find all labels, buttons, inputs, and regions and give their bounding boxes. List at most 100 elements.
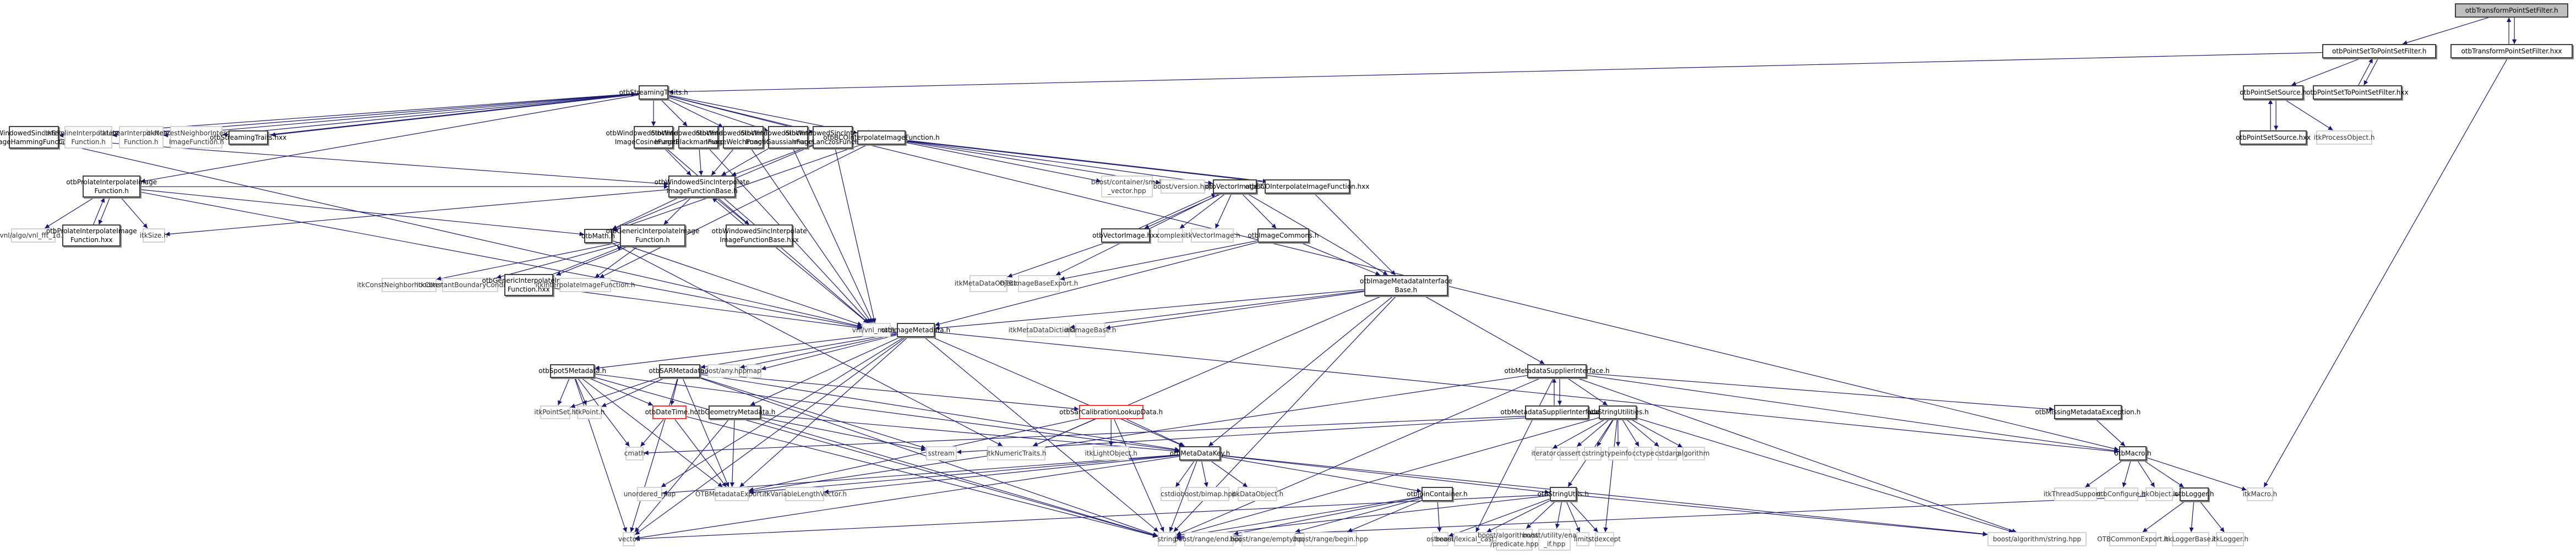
graph-node-itkMacro[interactable]: itkMacro.h (2243, 487, 2277, 502)
graph-node-cstdarg[interactable]: cstdarg (1655, 446, 1680, 460)
graph-node-itkLightObj[interactable]: itkLightObject.h (1085, 446, 1137, 460)
graph-node-typeinfo[interactable]: typeinfo (1605, 446, 1632, 460)
graph-node-linear[interactable]: itkLinearInterpolateImage Function.h (98, 126, 184, 149)
graph-node-itkObject[interactable]: itkObject.h (2141, 487, 2177, 502)
graph-node-cctype[interactable]: cctype (1632, 446, 1654, 460)
graph-node-prolate-hxx[interactable]: otbProlateInterpolateImage Function.hxx (46, 224, 137, 247)
graph-node-itkPointSet[interactable]: itkPointSet.h (534, 405, 576, 420)
graph-node-itkDataObj[interactable]: itkDataObject.h (1232, 487, 1283, 501)
graph-node-boostver[interactable]: boost/version.hpp (1153, 179, 1212, 194)
graph-node-itkLoggerBase[interactable]: itkLoggerBase.h (2164, 532, 2217, 547)
graph-node-complex[interactable]: complex (1156, 228, 1184, 243)
graph-node-strutils[interactable]: otbStringUtils.h (1538, 487, 1589, 501)
graph-node-macro[interactable]: otbMacro.h (2114, 446, 2152, 460)
graph-node-itkMDDict[interactable]: itkMetaDataDictionary.h (1009, 323, 1088, 337)
graph-node-sstream[interactable]: sstream (925, 446, 957, 460)
graph-node-rangeBegin[interactable]: boost/range/begin.hpp (1293, 531, 1368, 546)
graph-node-cstring[interactable]: cstring (1582, 446, 1604, 460)
graph-node-itkVecImg[interactable]: itkVectorImage.h (1184, 228, 1240, 243)
graph-node-pss[interactable]: otbPointSetSource.h (2240, 85, 2307, 100)
graph-node-streaming-hxx[interactable]: otbStreamingTraits.hxx (210, 130, 287, 145)
graph-node-sarcal[interactable]: otbSarCalibrationLookupData.h (1059, 405, 1163, 420)
graph-node-itkInterp[interactable]: itkInterpolateImageFunction.h (536, 278, 635, 292)
graph-node-bspline[interactable]: itkBSplineInterpolateImage Function.h (43, 126, 133, 149)
graph-node-spot5[interactable]: otbSpot5Metadata.h (538, 364, 606, 379)
graph-node-cmath[interactable]: cmath (624, 446, 645, 460)
graph-node-lanczos[interactable]: otbWindowedSincInterpolate ImageLanczosF… (785, 126, 880, 149)
graph-node-bco-hxx[interactable]: otbBCOInterpolateImageFunction.hxx (1245, 179, 1369, 194)
graph-node-bimap[interactable]: boost/bimap.hpp (1180, 487, 1237, 501)
graph-node-algostring[interactable]: boost/algorithm/string.hpp (1987, 532, 2087, 547)
graph-node-logger[interactable]: otbLogger.h (2175, 487, 2214, 502)
graph-node-datetime[interactable]: otbDateTime.h (645, 405, 694, 420)
graph-node-wsbase[interactable]: otbWindowedSincInterpolate ImageFunction… (655, 175, 750, 198)
graph-node-imgBaseExport[interactable]: OTBImageBaseExport.h (1000, 275, 1078, 292)
graph-node-otbConfig[interactable]: otbConfigure.h (2096, 487, 2145, 502)
graph-node-root[interactable]: otbTransformPointSetFilter.h (2455, 3, 2568, 18)
graph-node-join[interactable]: otbJoinContainer.h (1407, 487, 1468, 501)
graph-node-constNbr[interactable]: itkConstNeighborhoodIterator.h (357, 278, 461, 292)
graph-node-mdkey[interactable]: otbMetaDataKey.h (1170, 446, 1230, 460)
graph-node-hamming[interactable]: otbWindowedSincInterpolate ImageHammingF… (0, 126, 81, 149)
graph-node-pstpsf-hxx[interactable]: otbPointSetToPointSetFilter.hxx (2306, 85, 2409, 100)
graph-node-itkLogger[interactable]: itkLogger.h (2212, 532, 2248, 547)
graph-node-map[interactable]: map (747, 364, 761, 379)
graph-node-iterator[interactable]: iterator (1531, 446, 1556, 460)
graph-node-vecimg[interactable]: otbVectorImage.h (1205, 179, 1264, 194)
graph-node-smallvec[interactable]: boost/container/small _vector.hpp (1091, 175, 1163, 198)
graph-node-strutil[interactable]: otbStringUtilities.h (1587, 405, 1649, 420)
graph-node-pss-hxx[interactable]: otbPointSetSource.hxx (2236, 130, 2311, 145)
graph-node-itkThread[interactable]: itkThreadSupport.h (2044, 487, 2107, 502)
graph-node-imdib[interactable]: otbImageMetadataInterface Base.h (1360, 275, 1452, 297)
graph-node-lexical[interactable]: boost/lexical_cast.hpp (1436, 532, 1509, 547)
edge-streaming_hxx-to-streaming (265, 92, 636, 136)
graph-node-imgmeta[interactable]: otbImageMetadata.h (881, 323, 950, 337)
graph-node-predicate[interactable]: boost/algorithm/string /predicate.hpp (1478, 528, 1551, 551)
graph-node-rangeEnd[interactable]: boost/range/end.hpp (1174, 531, 1243, 546)
graph-node-stdexcept[interactable]: stdexcept (1588, 532, 1621, 547)
graph-node-constBound[interactable]: itkConstantBoundaryCondition.h (416, 278, 524, 292)
graph-node-itkProcessObject[interactable]: itkProcessObject.h (2313, 130, 2375, 145)
edge-sarcal-to-mdkey (1126, 419, 1185, 447)
graph-node-bco[interactable]: otbBCOInterpolateImageFunction.h (823, 130, 940, 145)
graph-node-sarmeta[interactable]: otbSARMetadata.h (649, 364, 711, 379)
graph-node-wsbase-hxx[interactable]: otbWindowedSincInterpolate ImageFunction… (712, 224, 807, 247)
graph-node-pstpsf[interactable]: otbPointSetToPointSetFilter.h (2322, 44, 2436, 58)
graph-node-imgcommons[interactable]: otbImageCommons.h (1248, 228, 1319, 243)
graph-node-tpsf-hxx[interactable]: otbTransformPointSetFilter.hxx (2450, 44, 2573, 58)
graph-node-unordered[interactable]: unordered_map (624, 487, 676, 501)
graph-node-vector[interactable]: vector (618, 532, 639, 547)
graph-node-cassert[interactable]: cassert (1557, 446, 1581, 460)
graph-node-itkPoint[interactable]: itkPoint.h (574, 405, 604, 420)
graph-node-itkVLV[interactable]: itkVariableLengthVector.h (763, 487, 847, 501)
graph-node-enableif[interactable]: boost/utility/enable _if.hpp (1523, 528, 1587, 551)
graph-node-prolate[interactable]: otbProlateInterpolateImage Function.h (66, 175, 157, 198)
graph-node-geommeta[interactable]: otbGeometryMetadata.h (694, 405, 775, 420)
graph-node-ostream[interactable]: ostream (1426, 532, 1454, 547)
graph-node-msi-hxx[interactable]: otbMetadataSupplierInterface.hxx (1500, 405, 1614, 420)
graph-node-itkNumTraits[interactable]: itkNumericTraits.h (986, 446, 1047, 460)
graph-node-nearest[interactable]: itkNearestNeighborInterpolate ImageFunct… (146, 126, 247, 149)
graph-node-fft[interactable]: vnl/algo/vnl_fft_1d.h (0, 228, 67, 243)
graph-node-itkMDObj[interactable]: itkMetaDataObject.h (955, 275, 1023, 292)
graph-node-boostany[interactable]: boost/any.hpp (700, 364, 747, 379)
graph-node-vnlmath[interactable]: vnl/vnl_math.h (852, 323, 901, 337)
graph-node-string[interactable]: string (1157, 531, 1177, 546)
graph-node-generic[interactable]: otbGenericInterpolateImage Function.h (606, 224, 699, 247)
graph-node-streaming[interactable]: otbStreamingTraits.h (619, 85, 688, 100)
edge-macro-to-logger (2143, 460, 2184, 488)
graph-node-missing[interactable]: otbMissingMetadataException.h (2035, 405, 2141, 420)
edge-spot5-to-mdkey (595, 374, 1180, 453)
graph-node-limits[interactable]: limits (1574, 532, 1592, 547)
graph-node-itkSize[interactable]: itkSize.h (140, 228, 168, 243)
graph-node-vecimg-hxx[interactable]: otbVectorImage.hxx (1092, 228, 1159, 243)
graph-node-algorithm[interactable]: algorithm (1678, 446, 1709, 460)
graph-node-generic-hxx[interactable]: otbGenericInterpolateImage Function.hxx (482, 273, 575, 297)
graph-node-cstdio[interactable]: cstdio (1161, 487, 1180, 501)
graph-node-msi[interactable]: otbMetadataSupplierInterface.h (1504, 364, 1610, 379)
graph-node-commonExport[interactable]: OTBCommonExport.h (2097, 532, 2169, 547)
graph-node-math[interactable]: otbMath.h (581, 228, 615, 243)
graph-node-rangeEmpty[interactable]: boost/range/empty.hpp (1230, 531, 1307, 546)
graph-node-metaExport[interactable]: OTBMetadataExport.h (695, 487, 768, 501)
graph-node-itkImageBase[interactable]: itkImageBase.h (1065, 323, 1116, 337)
